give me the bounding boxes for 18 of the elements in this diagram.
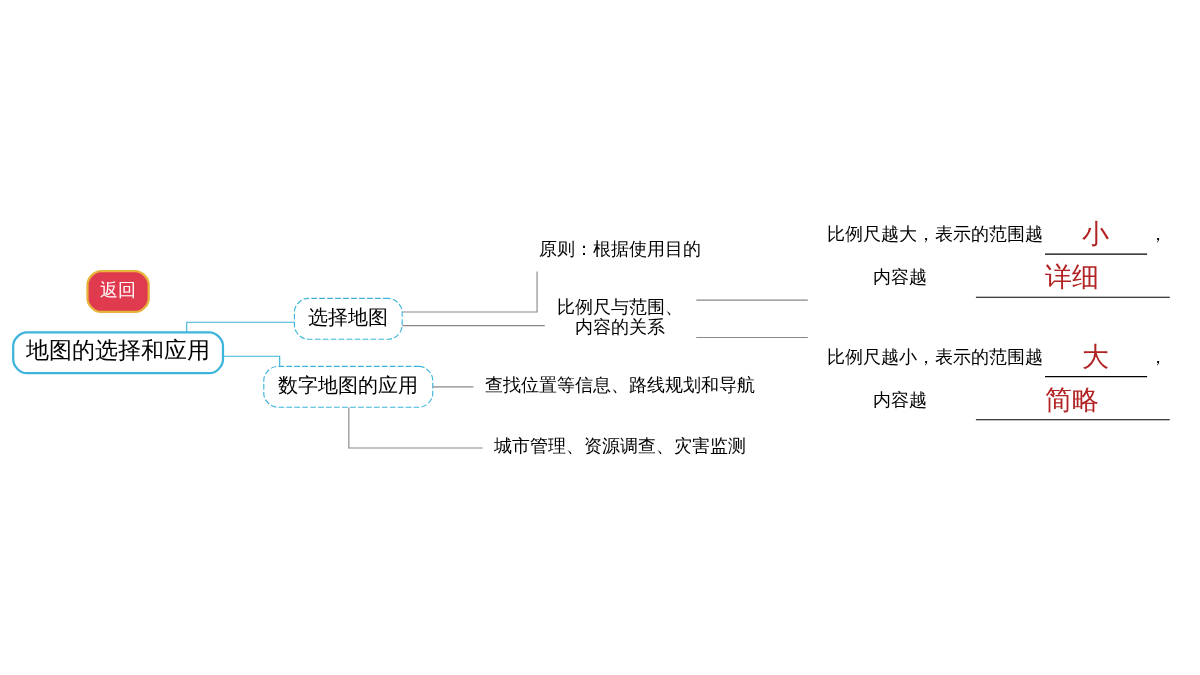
node-text: 比例尺越小，表示的范围越 大 ， 内容越 简略 xyxy=(827,340,1168,415)
connector xyxy=(695,336,809,339)
label: 返回 xyxy=(100,278,137,300)
connector xyxy=(222,355,281,367)
connector xyxy=(401,325,546,327)
node-text: 原则：根据使用目的 xyxy=(539,238,702,260)
connector xyxy=(401,270,538,313)
node-text: 查找位置等信息、路线规划和导航 xyxy=(485,374,756,396)
connector xyxy=(695,299,809,301)
node-box: 数字地图的应用 xyxy=(263,365,434,408)
node-text: 比例尺与范围、内容的关系 xyxy=(557,295,684,338)
node-box: 选择地图 xyxy=(293,297,403,340)
connector xyxy=(432,386,474,388)
node-box: 地图的选择和应用 xyxy=(12,331,225,375)
node-text: 比例尺越大，表示的范围越 小 ， 内容越 详细 xyxy=(827,218,1168,293)
connector xyxy=(348,407,484,449)
connector xyxy=(186,321,295,333)
node-text: 城市管理、资源调查、灾害监测 xyxy=(494,435,747,457)
